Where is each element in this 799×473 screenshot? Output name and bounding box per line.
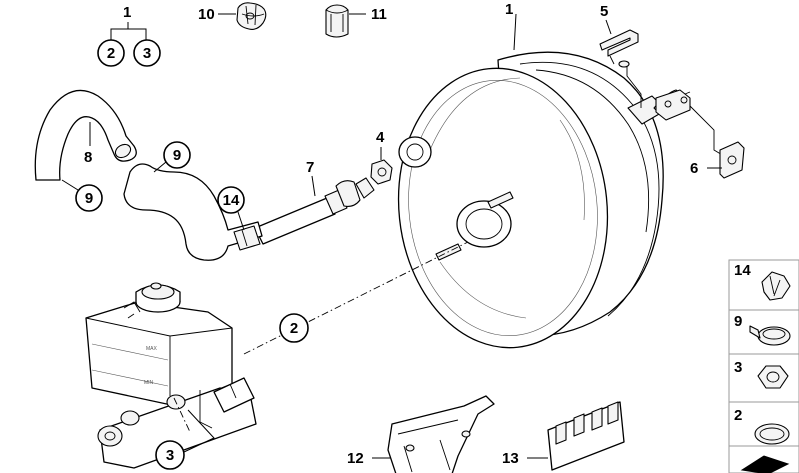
bracket-12: 12 [347, 395, 495, 473]
centerline [243, 241, 469, 355]
callout-hose-8: 8 [84, 149, 92, 166]
hex-nut-icon [757, 365, 789, 389]
callout-group-1: 1 [123, 4, 131, 21]
group-callout: 1 2 3 [97, 4, 161, 67]
o-ring-icon [754, 423, 790, 445]
parts-legend: 14 9 3 2 [728, 259, 799, 473]
hose-9-upper: 9 14 [123, 141, 263, 261]
master-cylinder: MAX MIN 3 [85, 282, 257, 470]
reservoir-max-mark: MAX [146, 346, 158, 352]
callout-hose-7: 7 [306, 159, 314, 176]
brake-booster: 1 [397, 1, 691, 349]
callout-group-3: 3 [143, 45, 151, 62]
hose-clamp-icon [749, 325, 791, 346]
callout-bracket-5: 5 [600, 3, 608, 20]
callout-grommet-4: 4 [376, 129, 385, 146]
legend-label-9: 9 [734, 313, 742, 330]
callout-clip-10: 10 [198, 6, 215, 23]
callout-seal-2: 2 [290, 320, 298, 337]
reservoir-min-mark: MIN [144, 380, 154, 386]
callout-group-2: 2 [107, 45, 115, 62]
grommet-4: 4 [370, 129, 393, 185]
clip-11: 11 [325, 4, 387, 38]
vacuum-hose-7: 7 [254, 159, 375, 245]
callout-nuts-3: 3 [166, 447, 174, 464]
clip-10: 10 [198, 2, 267, 30]
clip-6: 6 [690, 141, 745, 179]
bracket-5: 5 [599, 3, 725, 157]
callout-circle-2 [97, 39, 125, 67]
callout-booster-1: 1 [505, 1, 513, 18]
callout-bracket-12: 12 [347, 450, 364, 467]
callout-pad-13: 13 [502, 450, 519, 467]
callout-circle-3 [133, 39, 161, 67]
hose-8: 8 9 [34, 89, 137, 212]
legend-label-3: 3 [734, 359, 742, 376]
callout-clamp-14: 14 [223, 192, 240, 209]
clamp-14-icon [761, 271, 791, 301]
callout-clip-6: 6 [690, 160, 698, 177]
legend-label-2: 2 [734, 407, 742, 424]
callout-hose-9a: 9 [173, 147, 181, 164]
pad-13: 13 [502, 401, 625, 471]
legend-label-14: 14 [734, 262, 751, 279]
callout-clip-11: 11 [371, 6, 387, 23]
callout-hose-9b: 9 [85, 190, 93, 207]
